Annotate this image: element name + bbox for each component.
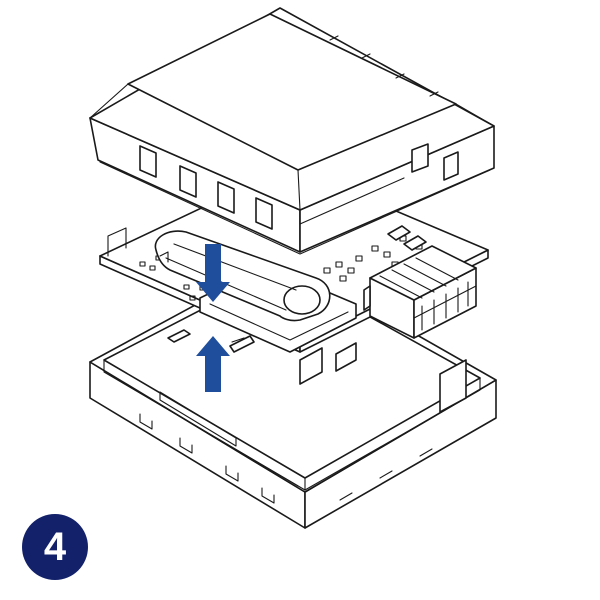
top-cover (89, 7, 495, 255)
bottom-housing (89, 257, 497, 529)
connector (363, 245, 477, 339)
arrow-down-shape (196, 244, 230, 302)
battery (154, 230, 331, 322)
cover-tabs (139, 143, 459, 230)
arrow-down-icon (196, 244, 230, 302)
arrow-up-shape (196, 336, 230, 392)
step-number-badge: 4 (22, 514, 88, 580)
step-number: 4 (43, 525, 67, 569)
arrow-up-icon (196, 336, 230, 392)
